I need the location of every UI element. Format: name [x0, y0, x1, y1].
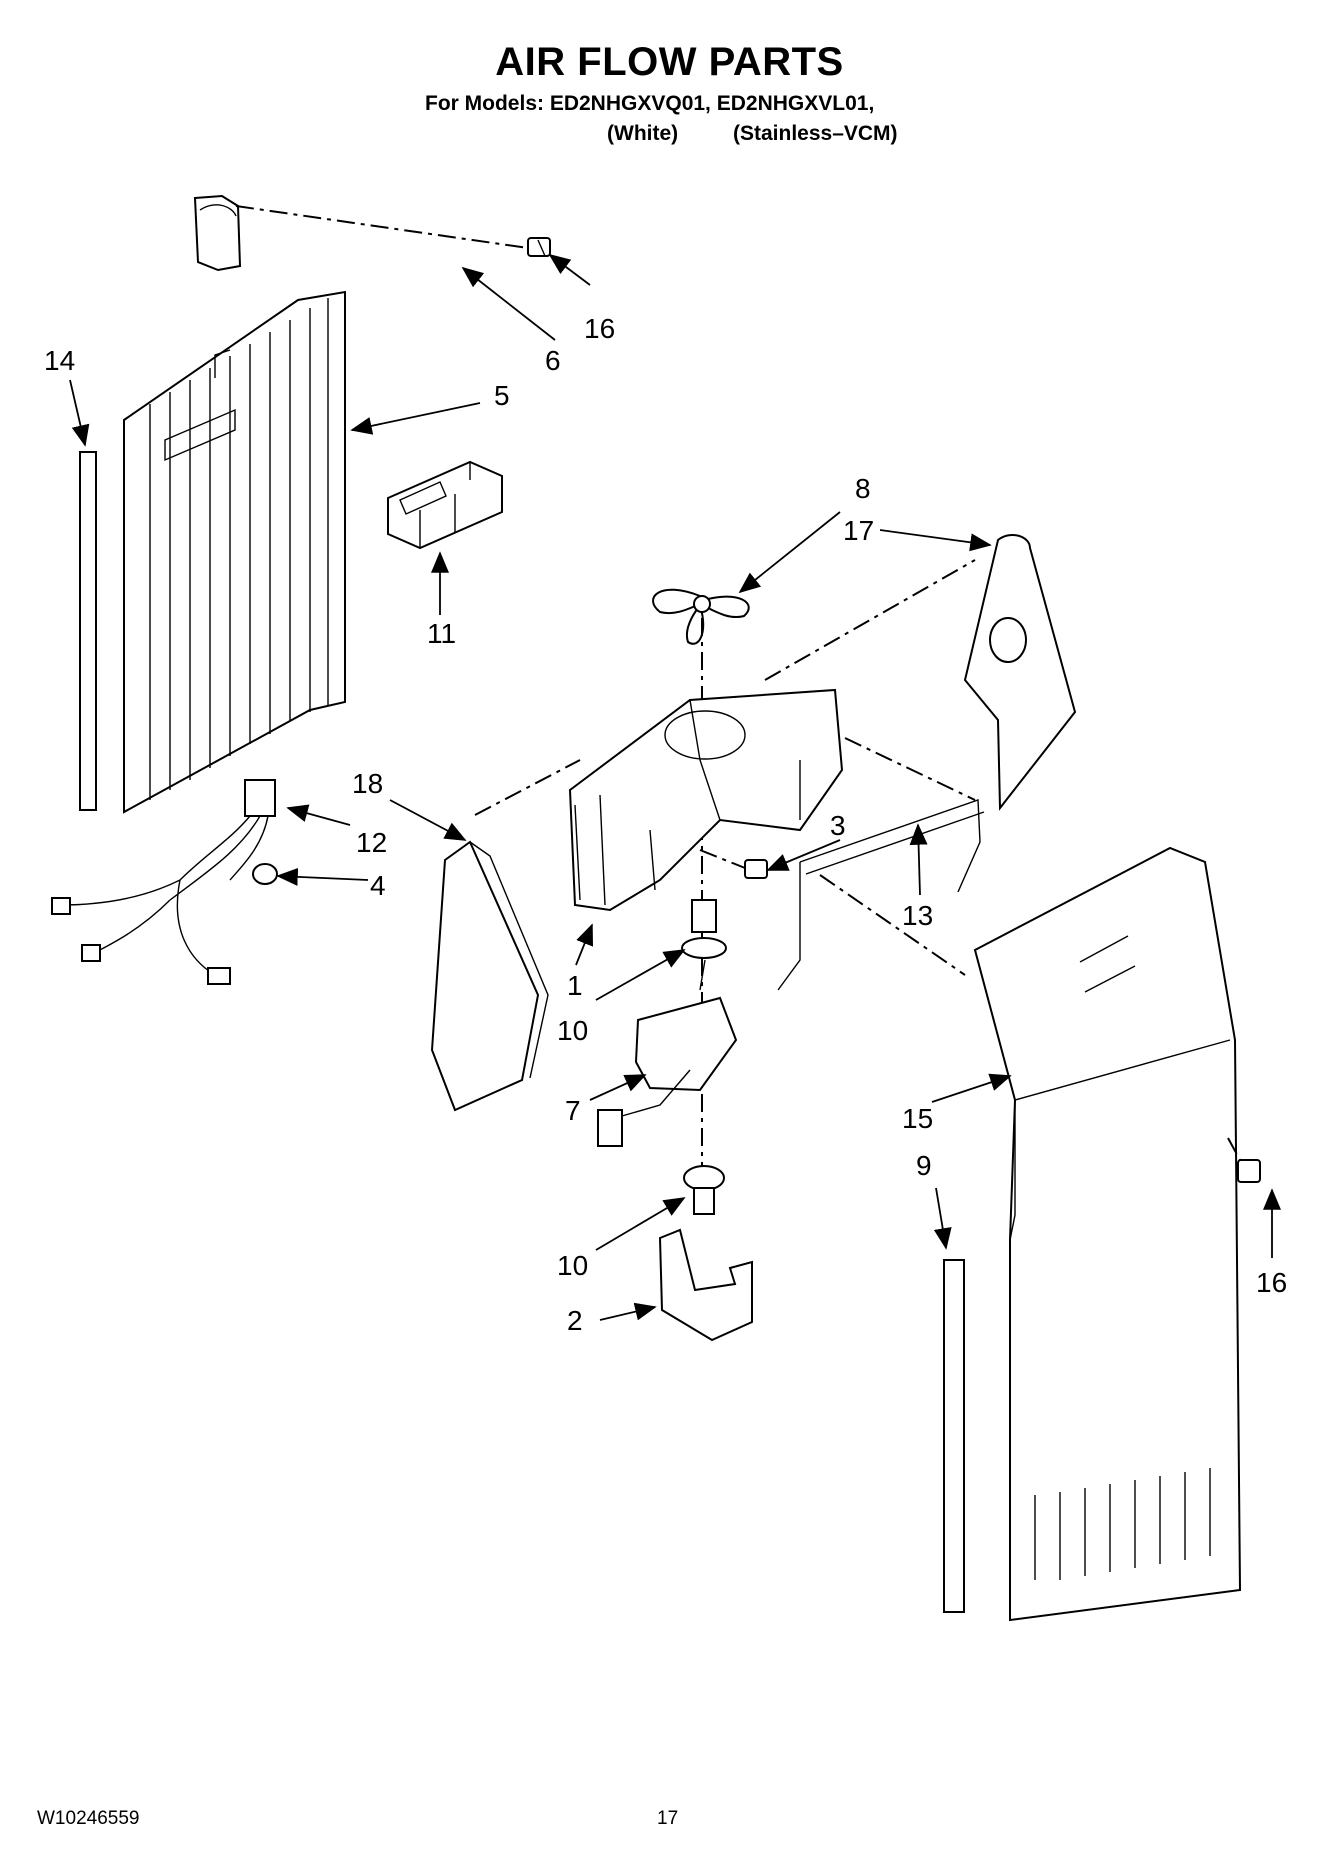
leader-arrows [69, 253, 1281, 1321]
callout-15: 15 [902, 1103, 933, 1134]
part-6-bracket [193, 194, 242, 272]
callout-13: 13 [902, 900, 933, 931]
callout-10-lower: 10 [557, 1250, 588, 1281]
callout-16-right: 16 [1256, 1267, 1287, 1298]
part-16-screw-top [235, 205, 551, 257]
document-number: W10246559 [37, 1808, 140, 1829]
assembly-line-13 [844, 737, 976, 801]
assembly-line-18 [474, 759, 581, 816]
callout-16-top: 16 [584, 313, 615, 344]
part-8-fan-blade [652, 588, 750, 645]
part-2-motor-bracket [658, 1228, 753, 1342]
part-13-wire-clip [777, 799, 985, 991]
variant-white: (White) [607, 122, 679, 145]
part-14-seal-strip [79, 451, 97, 811]
part-5-evaporator-cover [123, 290, 346, 814]
part-15-rear-duct [973, 846, 1242, 1622]
assembly-line-17 [764, 559, 976, 681]
callout-10-upper: 10 [557, 1015, 588, 1046]
part-12-wire-harness [51, 779, 276, 985]
callout-1: 1 [567, 970, 583, 1001]
part-7-fan-motor [597, 959, 738, 1147]
page-number: 17 [657, 1808, 679, 1829]
model-list: For Models: ED2NHGXVQ01, ED2NHGXVL01, [425, 92, 875, 115]
part-4-grommet [252, 863, 278, 885]
part-17-duct-wing [963, 533, 1077, 811]
callout-17: 17 [843, 515, 874, 546]
callout-6: 6 [545, 345, 561, 376]
part-3-screw [699, 849, 768, 879]
callout-8: 8 [855, 473, 871, 504]
callout-7: 7 [565, 1095, 581, 1126]
page-title: AIR FLOW PARTS [495, 40, 844, 84]
part-1-fan-shroud [568, 688, 844, 912]
callout-18: 18 [352, 768, 383, 799]
part-9-seal-strip [943, 1259, 965, 1613]
part-16-screw-right [1227, 1137, 1261, 1183]
callout-12: 12 [356, 827, 387, 858]
callout-2: 2 [567, 1305, 583, 1336]
part-10-grommet-lower [683, 1165, 725, 1215]
callout-11: 11 [427, 618, 456, 649]
callout-5: 5 [494, 380, 510, 411]
callout-4: 4 [370, 870, 386, 901]
part-18-duct-wing [430, 840, 549, 1112]
part-10-grommet-upper [681, 899, 727, 959]
part-11-channel [387, 460, 503, 550]
assembly-line-15 [819, 874, 966, 976]
callout-3: 3 [830, 810, 846, 841]
callout-9: 9 [916, 1150, 932, 1181]
callout-14: 14 [44, 345, 75, 376]
variant-stainless: (Stainless–VCM) [733, 122, 898, 145]
